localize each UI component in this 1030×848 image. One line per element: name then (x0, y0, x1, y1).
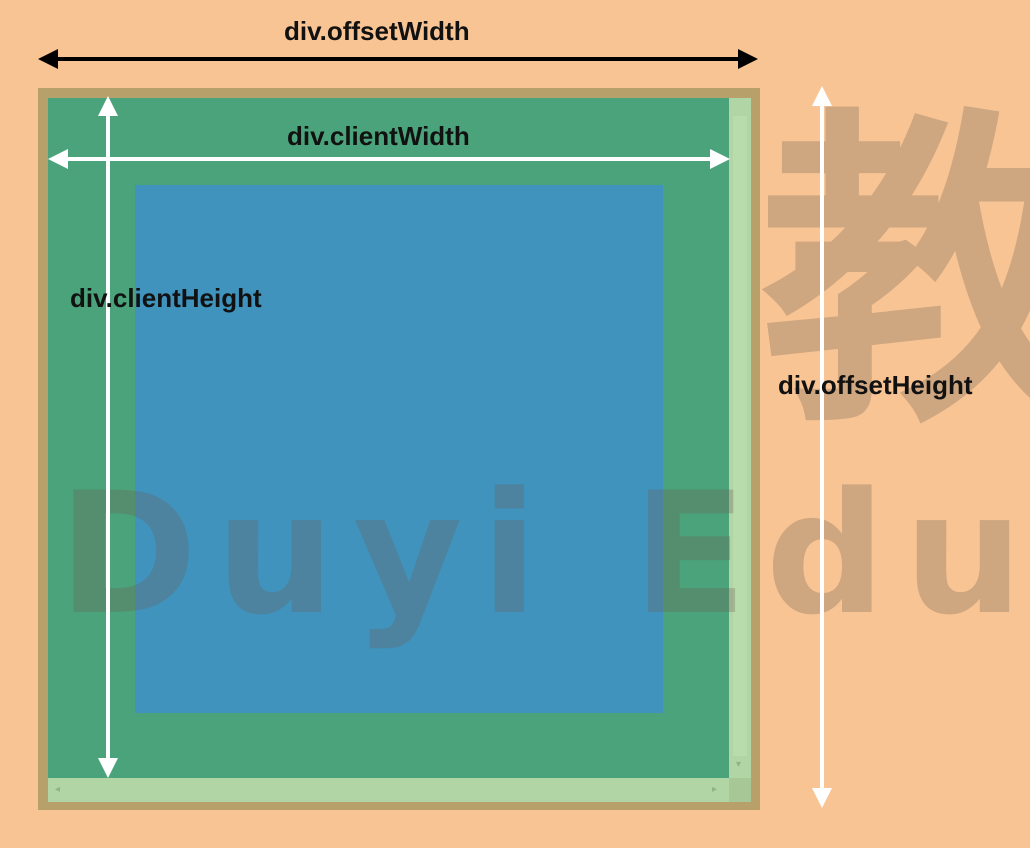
vertical-scrollbar-thumb[interactable] (733, 116, 747, 756)
client-width-label: div.clientWidth (287, 121, 470, 151)
scroll-down-arrow-icon[interactable]: ▾ (736, 759, 742, 770)
client-height-label: div.clientHeight (70, 283, 262, 313)
scroll-right-arrow-icon[interactable]: ▸ (712, 784, 718, 795)
horizontal-scrollbar[interactable] (48, 778, 729, 802)
div-content-area (135, 185, 663, 713)
scrollbar-corner (729, 778, 751, 802)
offset-height-label: div.offsetHeight (778, 370, 973, 400)
scroll-left-arrow-icon[interactable]: ◂ (55, 784, 61, 795)
offset-width-label: div.offsetWidth (284, 16, 470, 46)
